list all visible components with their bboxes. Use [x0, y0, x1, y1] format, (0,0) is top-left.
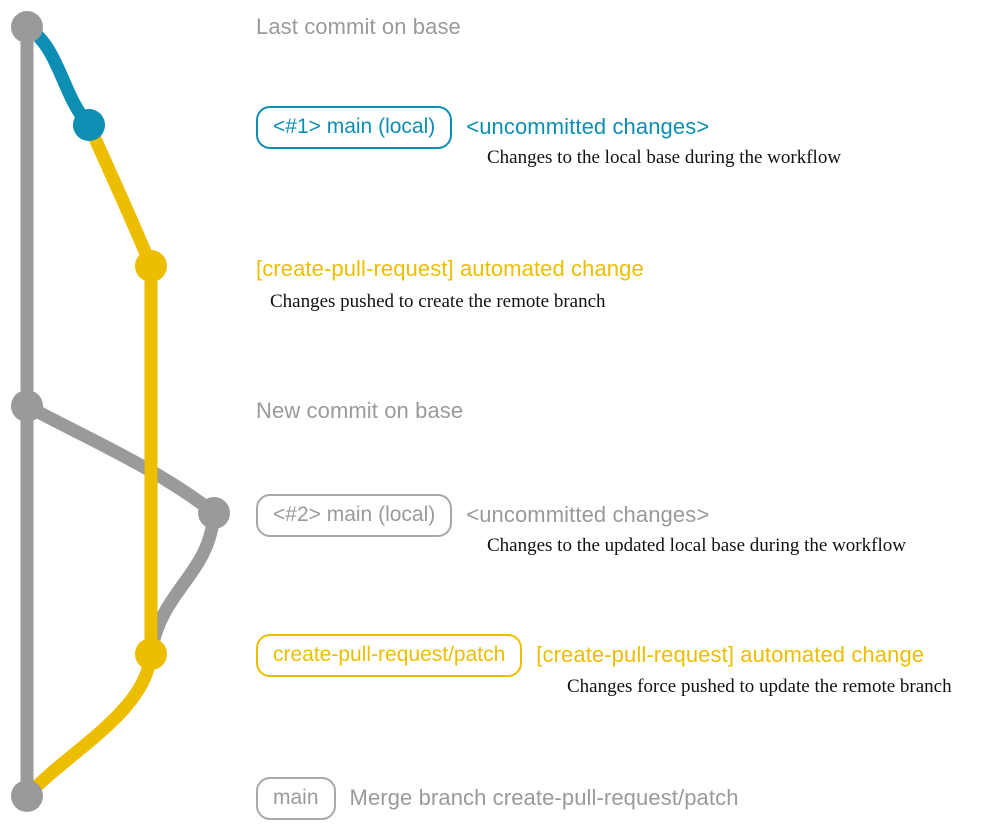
commit-row-merge: main Merge branch create-pull-request/pa… — [256, 776, 739, 820]
commit-subject: <uncommitted changes> — [466, 502, 710, 527]
chip-spacer — [522, 655, 536, 656]
chip-spacer — [336, 798, 350, 799]
commit-row-last-commit-on-base: Last commit on base — [256, 13, 461, 41]
commit-node-local-2[interactable] — [198, 497, 230, 529]
edge-base-to-merge — [20, 399, 221, 520]
commit-node-patch-2[interactable] — [135, 638, 167, 670]
commit-subject: [create-pull-request] automated change — [536, 642, 925, 667]
commit-subject: Merge branch create-pull-request/patch — [349, 785, 739, 810]
edge-base-to-local — [20, 20, 96, 132]
commit-subject: New commit on base — [256, 398, 464, 423]
commit-node-base-last[interactable] — [11, 11, 43, 43]
ref-chip-main-local-1[interactable]: <#1> main (local) — [256, 105, 453, 149]
commit-node-local-1[interactable] — [73, 109, 105, 141]
ref-chip-main-local-2[interactable]: <#2> main (local) — [256, 493, 453, 537]
edge-local-to-patch — [82, 118, 158, 273]
commit-subject: Last commit on base — [256, 14, 461, 39]
commit-row-new-commit-on-base: New commit on base — [256, 397, 463, 425]
ref-chip-create-pull-request-patch[interactable]: create-pull-request/patch — [256, 633, 523, 677]
commit-row-local-2: <#2> main (local) <uncommitted changes> — [256, 493, 710, 537]
chip-spacer — [452, 515, 466, 516]
commit-row-patch-2: create-pull-request/patch [create-pull-r… — [256, 633, 925, 677]
ref-chip-main[interactable]: main — [256, 776, 336, 820]
edge-patch-to-merge — [20, 647, 158, 803]
commit-note-patch-2: Changes force pushed to update the remot… — [567, 676, 952, 697]
commit-subject: <uncommitted changes> — [466, 114, 710, 139]
commit-subject: [create-pull-request] automated change — [256, 256, 644, 281]
commit-node-base-new[interactable] — [11, 390, 43, 422]
commit-row-local-1: <#1> main (local) <uncommitted changes> — [256, 105, 710, 149]
chip-spacer — [452, 127, 466, 128]
edge-merge-to-patch — [144, 506, 221, 661]
commit-node-merge[interactable] — [11, 780, 43, 812]
commit-note-local-2: Changes to the updated local base during… — [487, 535, 906, 556]
commit-note-patch-1: Changes pushed to create the remote bran… — [270, 291, 606, 312]
commit-row-patch-1: [create-pull-request] automated change — [256, 255, 644, 283]
commit-note-local-1: Changes to the local base during the wor… — [487, 147, 842, 168]
commit-node-patch-1[interactable] — [135, 250, 167, 282]
